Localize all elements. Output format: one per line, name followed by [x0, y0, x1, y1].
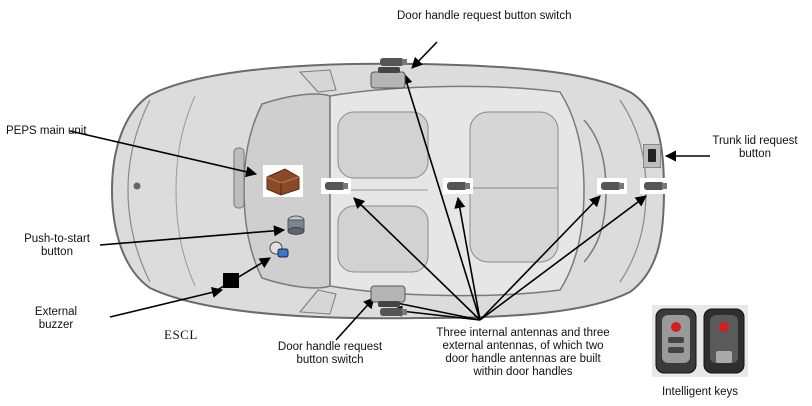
label-trunk-lid-line2: button — [700, 148, 810, 161]
label-door-handle-bottom-line2: button switch — [260, 354, 400, 367]
label-antennas-line1: Three internal antennas and three — [420, 327, 626, 340]
label-push-to-start-line2: button — [14, 246, 100, 259]
label-escl: ESCL — [164, 328, 198, 341]
door-handle-icon — [370, 284, 406, 308]
label-door-handle-bottom: Door handle request button switch — [260, 341, 400, 367]
antenna-icon — [640, 178, 670, 194]
label-antennas-line3: door handle antennas are built — [420, 353, 626, 366]
peps-unit-icon — [263, 165, 303, 197]
trunk-button-icon — [643, 144, 661, 168]
buzzer-icon — [223, 273, 239, 288]
label-door-handle-top: Door handle request button switch — [397, 10, 572, 23]
smart-key-icon — [652, 305, 748, 377]
antenna-icon — [597, 178, 627, 194]
label-antennas-line4: within door handles — [420, 366, 626, 379]
label-push-to-start: Push-to-start button — [14, 233, 100, 259]
label-door-handle-bottom-line1: Door handle request — [260, 341, 400, 354]
label-intelligent-keys: Intelligent keys — [640, 386, 760, 399]
antenna-icon — [378, 56, 408, 68]
door-handle-icon — [370, 66, 406, 90]
label-peps-main: PEPS main unit — [6, 125, 87, 138]
label-antennas: Three internal antennas and three extern… — [420, 327, 626, 379]
antenna-icon — [321, 178, 351, 194]
label-trunk-lid-line1: Trunk lid request — [700, 135, 810, 148]
start-button-icon — [286, 215, 306, 235]
label-push-to-start-line1: Push-to-start — [14, 233, 100, 246]
label-trunk-lid: Trunk lid request button — [700, 135, 810, 161]
label-external-buzzer-line1: External — [26, 306, 86, 319]
label-external-buzzer-line2: buzzer — [26, 319, 86, 332]
escl-icon — [268, 240, 290, 260]
label-antennas-line2: external antennas, of which two — [420, 340, 626, 353]
label-external-buzzer: External buzzer — [26, 306, 86, 332]
antenna-icon — [378, 306, 408, 318]
antenna-icon — [443, 178, 473, 194]
